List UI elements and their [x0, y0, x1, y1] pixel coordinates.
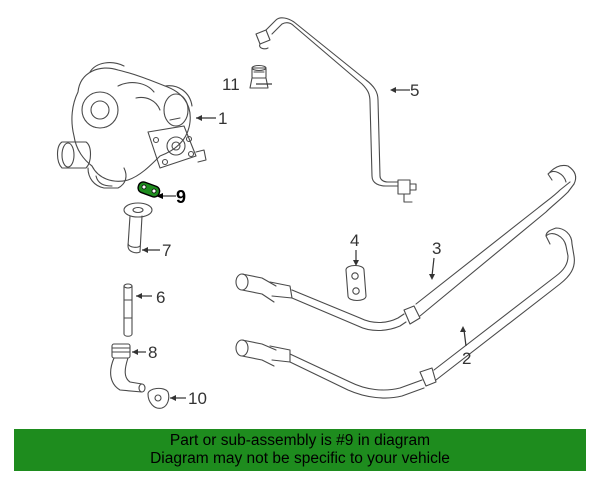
gasket-part-9[interactable] — [137, 181, 161, 199]
callout-part-3: 3 — [432, 239, 441, 258]
notice-line-2: Diagram may not be specific to your vehi… — [150, 450, 450, 467]
callout-part-10: 10 — [188, 389, 207, 408]
parts-diagram: 1 5 11 9 7 6 8 10 4 3 2 — [56, 17, 577, 409]
callout-part-9: 9 — [176, 187, 186, 207]
turbocharger-part-1[interactable] — [56, 62, 207, 189]
callout-part-4: 4 — [350, 231, 359, 250]
callout-part-5: 5 — [410, 81, 419, 100]
callout-part-1: 1 — [218, 109, 227, 128]
elbow-pipe-part-8[interactable] — [110, 343, 146, 393]
notice-banner: Part or sub-assembly is #9 in diagram Di… — [14, 429, 586, 471]
gasket-part-10[interactable] — [147, 387, 170, 409]
oil-feed-line-part-5[interactable] — [255, 17, 417, 203]
callout-part-7: 7 — [162, 241, 171, 260]
notice-line-1: Part or sub-assembly is #9 in diagram — [169, 432, 431, 449]
callout-part-6: 6 — [156, 288, 165, 307]
callout-part-2: 2 — [462, 349, 471, 368]
hose-part-6[interactable] — [123, 283, 133, 337]
callout-part-11: 11 — [222, 75, 240, 94]
fitting-part-11[interactable] — [249, 64, 269, 89]
callout-part-8: 8 — [148, 343, 157, 362]
cooler-line-part-2[interactable] — [235, 227, 575, 399]
cooler-line-part-3[interactable] — [235, 164, 577, 332]
leader-lines — [132, 83, 467, 401]
oil-return-tube-part-7[interactable] — [123, 202, 153, 254]
bracket-part-4[interactable] — [345, 264, 367, 302]
